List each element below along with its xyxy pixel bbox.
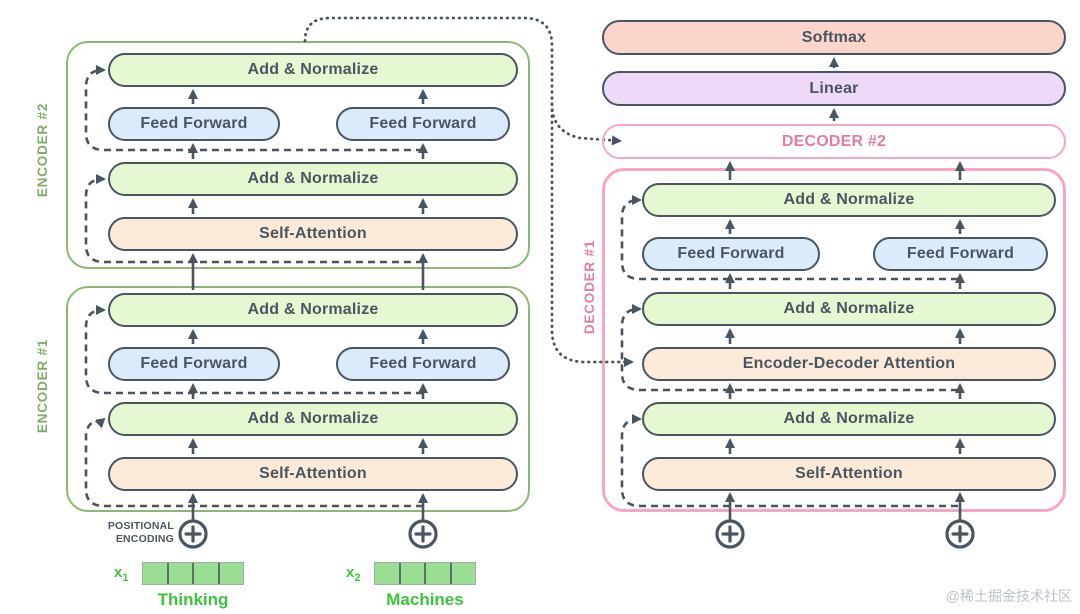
vector-cell bbox=[143, 563, 169, 584]
decoder2-block: DECODER #2 bbox=[602, 124, 1066, 159]
encoder1-add-normalize-mid: Add & Normalize bbox=[108, 402, 518, 436]
decoder1-add-normalize-mid: Add & Normalize bbox=[642, 292, 1056, 326]
x1-embedding-vector bbox=[142, 562, 244, 585]
plus-circle-icon bbox=[945, 519, 975, 549]
encoder2-box bbox=[66, 41, 530, 269]
positional-encoding-line1: POSITIONAL bbox=[107, 520, 174, 532]
encoder2-feed-forward-left: Feed Forward bbox=[108, 107, 280, 141]
decoder1-encoder-decoder-attention: Encoder-Decoder Attention bbox=[642, 347, 1056, 381]
vector-cell bbox=[451, 563, 475, 584]
plus-circle-icon bbox=[178, 519, 208, 549]
vector-cell bbox=[168, 563, 194, 584]
decoder1-feed-forward-left: Feed Forward bbox=[642, 237, 820, 271]
encoder1-feed-forward-right: Feed Forward bbox=[336, 347, 510, 381]
x1-subscript: 1 bbox=[122, 572, 129, 584]
softmax-block: Softmax bbox=[602, 20, 1066, 55]
encoder2-add-normalize-top: Add & Normalize bbox=[108, 53, 518, 87]
positional-encoding-line2: ENCODING bbox=[115, 533, 174, 546]
decoder1-add-normalize-bottom: Add & Normalize bbox=[642, 402, 1056, 436]
decoder1-label: DECODER #1 bbox=[582, 239, 597, 335]
plus-circle-icons bbox=[178, 519, 975, 549]
vector-cell bbox=[375, 563, 401, 584]
decoder1-self-attention: Self-Attention bbox=[642, 457, 1056, 491]
encoder2-label: ENCODER #2 bbox=[35, 102, 50, 198]
x2-label: x2 bbox=[346, 564, 360, 584]
x1-label: x1 bbox=[114, 564, 128, 584]
x1-symbol: x bbox=[114, 564, 123, 581]
linear-block: Linear bbox=[602, 71, 1066, 106]
x2-embedding-vector bbox=[374, 562, 476, 585]
x2-subscript: 2 bbox=[354, 572, 361, 584]
decoder-residual-dashed-lines bbox=[620, 195, 958, 508]
encoder2-feed-forward-right: Feed Forward bbox=[336, 107, 510, 141]
encoder2-add-normalize-mid: Add & Normalize bbox=[108, 162, 518, 196]
plus-circle-icon bbox=[408, 519, 438, 549]
plus-circle-icon bbox=[715, 519, 745, 549]
input-word-machines: Machines bbox=[386, 590, 464, 609]
encoder2-self-attention: Self-Attention bbox=[108, 217, 518, 251]
encoder1-add-normalize-top: Add & Normalize bbox=[108, 293, 518, 327]
input-word-thinking: Thinking bbox=[157, 590, 229, 609]
x2-symbol: x bbox=[346, 564, 355, 581]
encoder1-label: ENCODER #1 bbox=[35, 338, 50, 434]
vector-cell bbox=[426, 563, 452, 584]
encoder-residual-dashed-lines bbox=[84, 65, 423, 508]
encoder1-box bbox=[66, 286, 530, 512]
positional-encoding-label: POSITIONAL ENCODING bbox=[88, 520, 174, 546]
decoder1-feed-forward-right: Feed Forward bbox=[873, 237, 1048, 271]
decoder1-box bbox=[602, 168, 1066, 512]
decoder1-add-normalize-top: Add & Normalize bbox=[642, 183, 1056, 217]
vector-cell bbox=[219, 563, 243, 584]
watermark: @稀土掘金技术社区 bbox=[945, 588, 1072, 604]
encoder1-self-attention: Self-Attention bbox=[108, 457, 518, 491]
vector-cell bbox=[400, 563, 426, 584]
encoder-to-decoder-dotted-path bbox=[303, 16, 634, 367]
vector-cell bbox=[194, 563, 220, 584]
flow-arrows bbox=[188, 57, 965, 520]
encoder1-feed-forward-left: Feed Forward bbox=[108, 347, 280, 381]
